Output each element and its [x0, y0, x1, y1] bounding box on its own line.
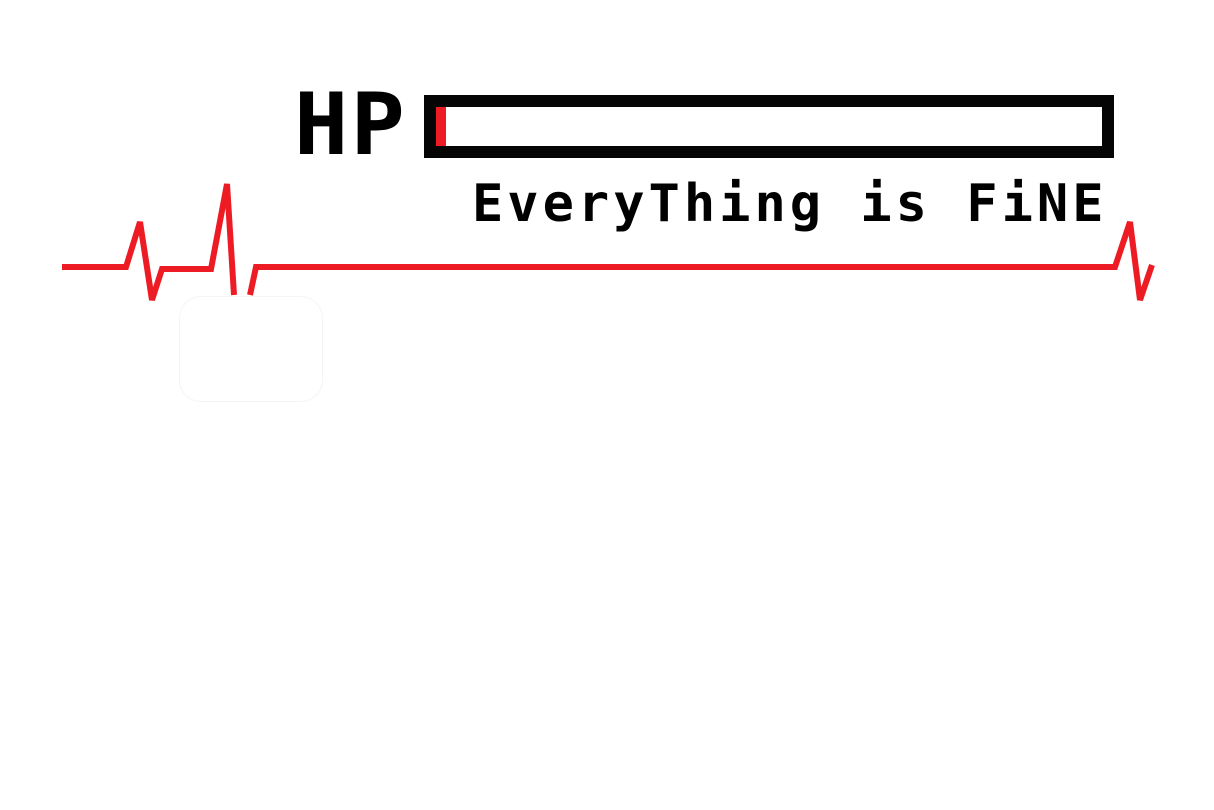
hp-bar-fill — [436, 107, 446, 146]
hp-label: HP — [294, 75, 407, 175]
rounded-box — [179, 296, 323, 402]
tagline: EveryThing is FiNE — [472, 174, 1108, 234]
hp-bar — [424, 95, 1114, 158]
heartbeat-trace — [62, 183, 237, 301]
heartbeat-trace-right — [247, 221, 1155, 301]
